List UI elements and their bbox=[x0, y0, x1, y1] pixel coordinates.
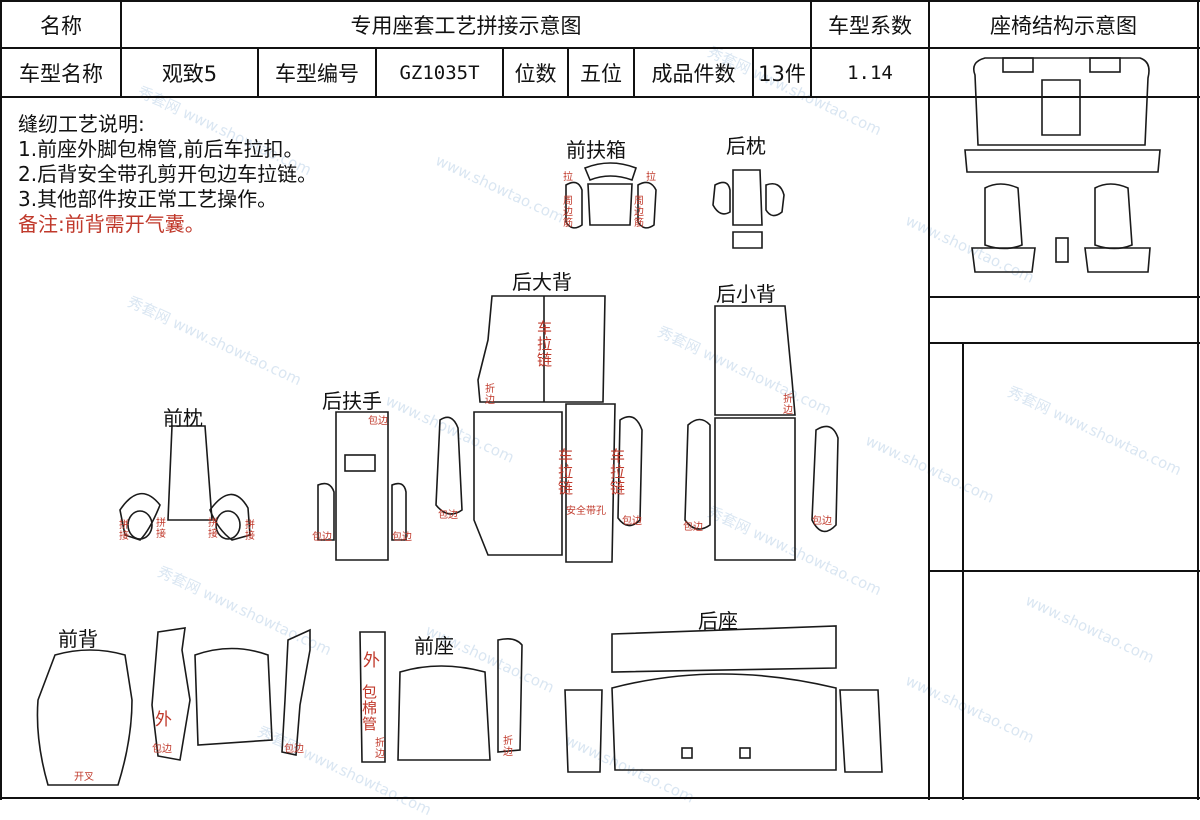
seats-label: 位数 bbox=[514, 61, 557, 86]
note-item-3: 3.其他部件按正常工艺操作。 bbox=[18, 187, 278, 211]
label-rear-small-back: 后小背 bbox=[716, 282, 776, 306]
mark-binding-armrest-left: 包边 bbox=[312, 532, 332, 543]
page-title: 专用座套工艺拼接示意图 bbox=[350, 13, 582, 38]
model-code-label: 车型编号 bbox=[275, 61, 359, 86]
label-front-seat: 前座 bbox=[414, 634, 454, 658]
piece-front-seat bbox=[359, 631, 523, 763]
right-row-3 bbox=[928, 570, 1200, 572]
piece-front-headrest bbox=[119, 425, 251, 541]
mark-joint-headrest-4: 拼接 bbox=[245, 520, 255, 542]
piece-rear-seat bbox=[564, 625, 883, 773]
mark-binding-rear-small-right: 包边 bbox=[812, 516, 832, 527]
process-notes: 缝纫工艺说明: 1.前座外脚包棉管,前后车拉扣。 2.后背安全带孔剪开包边车拉链… bbox=[18, 112, 317, 237]
mark-binding-rear-small-left: 包边 bbox=[683, 522, 703, 533]
label-rear-seat: 后座 bbox=[698, 609, 738, 633]
mark-fold-front-seat-left: 折边 bbox=[375, 738, 385, 760]
mark-pull-armbox-right: 拉 bbox=[646, 172, 656, 183]
pattern-pieces bbox=[36, 57, 1161, 786]
label-rear-big-back: 后大背 bbox=[512, 270, 572, 294]
col-divider-a bbox=[120, 0, 122, 97]
right-row-1 bbox=[928, 296, 1200, 298]
mark-outer-front-seat: 外 bbox=[363, 651, 380, 671]
piece-front-back bbox=[36, 627, 311, 786]
right-row-2 bbox=[928, 342, 1200, 344]
mark-pull-armbox-left: 拉 bbox=[563, 172, 573, 183]
frame-bottom bbox=[0, 797, 1200, 799]
mark-joint-headrest-3: 拼接 bbox=[208, 518, 218, 540]
coef-label: 车型系数 bbox=[828, 13, 912, 38]
model-code-value: GZ1035T bbox=[399, 61, 480, 84]
col-divider-f bbox=[502, 48, 504, 97]
mark-fold-front-seat-right: 折边 bbox=[503, 736, 513, 758]
col-divider-c bbox=[928, 0, 930, 800]
frame-left bbox=[0, 0, 2, 800]
mark-outer-front-back: 外 bbox=[155, 710, 172, 730]
mark-binding-front-back-1: 包边 bbox=[152, 744, 172, 755]
col-divider-g bbox=[567, 48, 569, 97]
mark-zipper-rear-big-back-top: 车拉链 bbox=[535, 320, 553, 368]
piece-rear-small-back bbox=[684, 305, 839, 561]
mark-joint-headrest-1: 拼接 bbox=[119, 520, 129, 542]
frame-right bbox=[1197, 0, 1199, 800]
mark-fold-rear-big-back: 折边 bbox=[485, 384, 495, 406]
seat-structure-diagram bbox=[964, 57, 1161, 273]
mark-belt-hole: 安全带孔 bbox=[566, 506, 606, 517]
label-rear-armrest: 后扶手 bbox=[322, 389, 382, 413]
mark-binding-front-back-2: 包边 bbox=[284, 744, 304, 755]
piece-rear-big-back bbox=[435, 295, 643, 563]
label-front-armbox: 前扶箱 bbox=[566, 138, 626, 162]
col-divider-h bbox=[633, 48, 635, 97]
seats-value: 五位 bbox=[580, 61, 622, 86]
mark-zipper-rear-big-back-right: 车拉链 bbox=[608, 448, 626, 496]
col-divider-e bbox=[375, 48, 377, 97]
model-name-value: 观致5 bbox=[161, 61, 218, 86]
mark-zipper-rear-big-back-left: 车拉链 bbox=[556, 448, 574, 496]
note-item-2: 2.后背安全带孔剪开包边车拉链。 bbox=[18, 162, 318, 186]
col-divider-d bbox=[257, 48, 259, 97]
piece-front-armbox bbox=[565, 162, 657, 229]
notes-heading: 缝纫工艺说明: bbox=[18, 112, 145, 136]
structure-label: 座椅结构示意图 bbox=[990, 13, 1137, 38]
coef-value: 1.14 bbox=[847, 61, 893, 84]
mark-cotton-tube: 包棉管 bbox=[360, 684, 378, 732]
mark-surround-armbox-right: 周边筋 bbox=[634, 196, 644, 229]
model-name-label: 车型名称 bbox=[19, 61, 103, 86]
name-label: 名称 bbox=[40, 13, 82, 38]
mark-binding-armrest-top: 包边 bbox=[368, 416, 388, 427]
row-divider-1 bbox=[0, 47, 1200, 49]
col-divider-b bbox=[810, 0, 812, 97]
mark-slit-front-back: 开叉 bbox=[74, 772, 94, 783]
mark-binding-rear-big-right: 包边 bbox=[622, 516, 642, 527]
pieces-label: 成品件数 bbox=[651, 61, 736, 86]
mark-binding-armrest-right: 包边 bbox=[392, 532, 412, 543]
note-item-1: 1.前座外脚包棉管,前后车拉扣。 bbox=[18, 137, 304, 161]
note-remark: 备注:前背需开气囊。 bbox=[18, 212, 205, 236]
label-rear-headrest: 后枕 bbox=[726, 134, 766, 158]
mark-surround-armbox-left: 周边筋 bbox=[563, 196, 573, 229]
label-front-back: 前背 bbox=[58, 627, 98, 651]
label-front-headrest: 前枕 bbox=[163, 406, 203, 430]
pieces-value: 13件 bbox=[758, 61, 806, 86]
mark-binding-rear-big-left: 包边 bbox=[438, 510, 458, 521]
mark-joint-headrest-2: 拼接 bbox=[156, 518, 166, 540]
frame-top bbox=[0, 0, 1200, 2]
row-divider-2 bbox=[0, 96, 1200, 98]
mark-fold-rear-small-back: 折边 bbox=[783, 394, 793, 416]
col-divider-i bbox=[752, 48, 754, 97]
piece-rear-headrest bbox=[712, 169, 785, 249]
piece-rear-armrest bbox=[317, 411, 407, 561]
right-inner-col bbox=[962, 342, 964, 800]
